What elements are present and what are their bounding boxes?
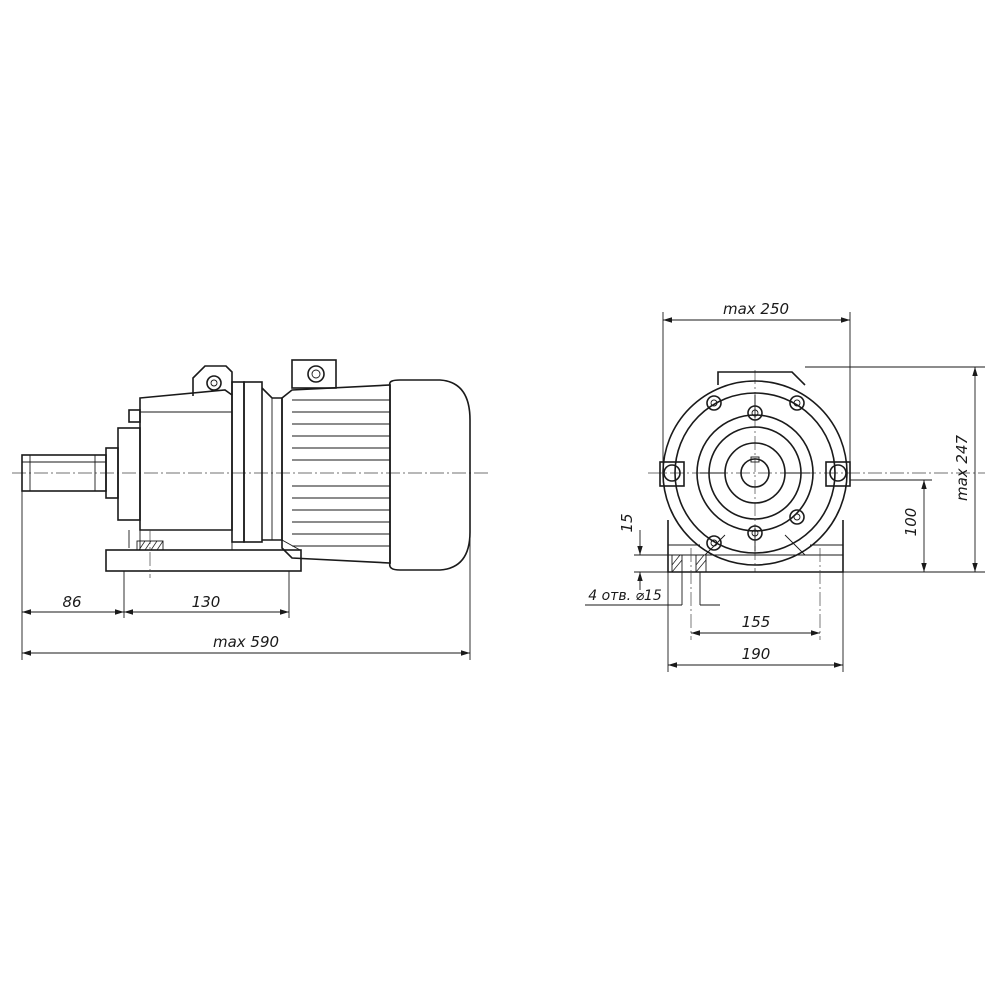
dim-130: 130: [124, 593, 289, 615]
dim-86-label: 86: [62, 593, 81, 611]
dim-100-label: 100: [902, 508, 920, 537]
dim-190: 190: [668, 645, 843, 668]
dim-100: 100: [902, 480, 927, 572]
dim-155: 155: [691, 613, 820, 636]
front-base: [667, 520, 844, 640]
gearbox-housing: [105, 389, 233, 548]
dim-holes-label: 4 отв. ⌀15: [588, 588, 662, 604]
dim-max-590: max 590: [22, 633, 470, 656]
dim-190-label: 190: [742, 645, 771, 663]
dim-15-label: 15: [618, 513, 636, 532]
side-view: 86 130 max 590: [12, 359, 490, 660]
gearbox-lifting-eye: [192, 365, 233, 396]
dim-holes: 4 отв. ⌀15: [585, 572, 720, 606]
dim-max-247-label: max 247: [953, 435, 971, 502]
front-flange: [696, 395, 814, 551]
motor-lifting-eye: [291, 359, 337, 389]
motor-body: [281, 384, 391, 564]
dim-86: 86: [22, 593, 124, 615]
dim-max-250: max 250: [663, 300, 850, 323]
base-plate: [105, 530, 302, 578]
dim-max-247: max 247: [953, 367, 978, 572]
front-view: max 250 max 247 100 15 4 отв. ⌀15: [585, 300, 985, 672]
dim-130-label: 130: [192, 593, 221, 611]
dim-155-label: 155: [742, 613, 771, 631]
dim-max-590-label: max 590: [213, 633, 279, 651]
motor-flange: [231, 381, 283, 543]
dim-max-250-label: max 250: [723, 300, 789, 318]
flange-bolts: [706, 395, 805, 551]
front-housing: [659, 371, 851, 566]
fan-cover: [388, 379, 471, 571]
dim-15: 15: [618, 513, 668, 590]
